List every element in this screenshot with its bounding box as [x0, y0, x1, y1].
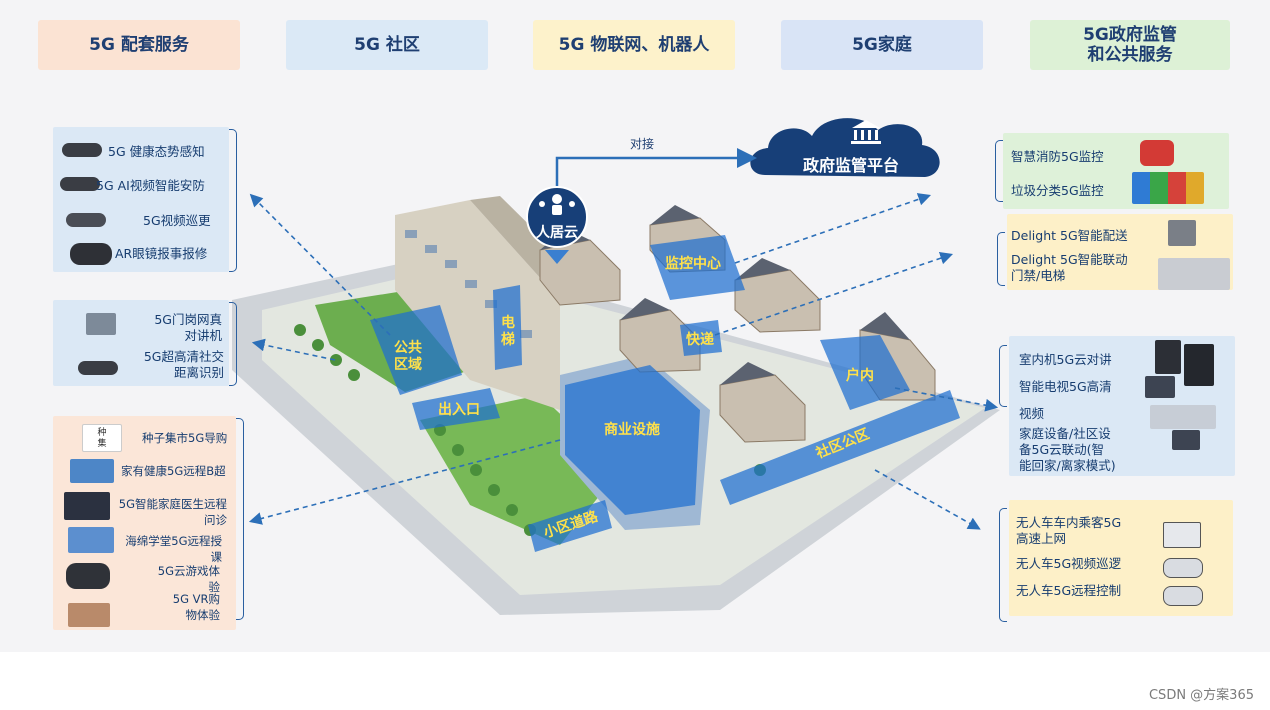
gov-platform-cloud	[750, 118, 940, 177]
gov-item-1: 智慧消防5G监控	[1011, 149, 1104, 164]
header-iot-robots: 5G 物联网、机器人	[533, 20, 735, 70]
access-item-1: 5G门岗网真 对讲机	[154, 312, 222, 343]
gov-item-2: 垃圾分类5G监控	[1011, 183, 1104, 198]
zone-household-label: 户内	[846, 368, 874, 384]
home-item-4: 家庭设备/社区设 备5G云联动(智 能回家/离家模式)	[1019, 426, 1116, 473]
smart-tv-icon	[1145, 376, 1175, 398]
camera-icon	[78, 361, 118, 375]
service-item-1: 种子集市5G导购	[142, 431, 228, 445]
zone-elevator-label: 电 梯	[501, 315, 515, 348]
zone-entrance	[412, 388, 500, 430]
zone-public-area	[370, 305, 462, 395]
gov-platform-label: 政府监管平台	[802, 156, 899, 175]
cloud-hub-label: 人居云	[536, 225, 578, 241]
home-item-3: 视频	[1019, 406, 1045, 421]
service-item-4: 海绵学堂5G远程授 课	[125, 534, 222, 564]
zone-monitor-center	[650, 235, 745, 300]
intercom-device-icon	[1155, 340, 1181, 374]
autonomous-vehicle-icon	[1163, 558, 1203, 578]
robot-item-1: Delight 5G智能配送	[1011, 228, 1128, 243]
vr-shopping-thumbnail	[68, 603, 110, 627]
header-community: 5G 社区	[286, 20, 488, 70]
bracket	[995, 140, 1003, 202]
link-arrow	[555, 148, 757, 186]
vehicle-item-2: 无人车5G视频巡逻	[1016, 556, 1122, 571]
government-building-icon	[851, 120, 881, 144]
delivery-robot-icon	[1168, 220, 1196, 246]
service-item-5: 5G云游戏体 验	[157, 564, 220, 594]
gate-icon	[86, 313, 116, 335]
header-government: 5G政府监管 和公共服务	[1030, 20, 1230, 70]
zone-public-area-label: 公共 区域	[394, 340, 422, 373]
bracket	[999, 508, 1007, 622]
camera-icon	[66, 213, 106, 227]
bracket	[229, 129, 237, 272]
watermark: CSDN @方案365	[1148, 688, 1254, 703]
security-item-1: 5G 健康态势感知	[108, 144, 205, 159]
classroom-thumbnail	[68, 527, 114, 553]
service-item-6: 5G VR购 物体验	[172, 592, 220, 622]
seed-market-logo: 种 集	[82, 424, 122, 452]
zone-express-label: 快递	[686, 332, 714, 348]
access-item-2: 5G超高清社交 距离识别	[143, 349, 224, 380]
bracket	[229, 302, 237, 386]
ar-glasses-icon	[70, 243, 112, 265]
home-item-1: 室内机5G云对讲	[1019, 352, 1112, 367]
intercom-device-icon	[1184, 344, 1214, 386]
service-item-3: 5G智能家庭医生远程 问诊	[118, 497, 227, 527]
camera-icon	[62, 143, 102, 157]
security-item-3: 5G视频巡更	[143, 213, 211, 228]
zone-household	[820, 335, 910, 410]
locker-robot-icon	[1158, 258, 1230, 290]
robot-item-2: Delight 5G智能联动 门禁/电梯	[1011, 252, 1128, 283]
ultrasound-thumbnail	[70, 459, 114, 483]
camera-icon	[60, 177, 100, 191]
zone-community-road	[528, 500, 612, 552]
home-item-2: 智能电视5G高清	[1019, 379, 1112, 394]
zone-community-park	[720, 390, 960, 505]
bracket	[997, 232, 1005, 286]
home-devices-icon	[1150, 405, 1216, 429]
vehicle-item-3: 无人车5G远程控制	[1016, 583, 1122, 598]
zone-commercial	[565, 365, 700, 515]
zone-commercial-label: 商业设施	[604, 422, 660, 438]
autonomous-vehicle-icon	[1163, 586, 1203, 606]
service-item-2: 家有健康5G远程B超	[121, 464, 226, 478]
fire-hydrant-icon	[1140, 140, 1174, 166]
bracket	[999, 345, 1007, 407]
zone-express	[680, 320, 722, 356]
vr-headset-icon	[66, 563, 110, 589]
link-label: 对接	[630, 137, 655, 151]
zone-monitor-label: 监控中心	[665, 256, 721, 272]
header-supporting-services: 5G 配套服务	[38, 20, 240, 70]
bracket	[236, 418, 244, 620]
bottom-band	[0, 652, 1270, 710]
vehicle-item-1: 无人车车内乘客5G 高速上网	[1016, 515, 1122, 546]
zone-entrance-label: 出入口	[438, 402, 480, 418]
security-item-2: 5G AI视频智能安防	[96, 178, 205, 193]
autonomous-vehicle-icon	[1163, 522, 1201, 548]
header-home: 5G家庭	[781, 20, 983, 70]
doctor-tablet-thumbnail	[64, 492, 110, 520]
tablet-icon	[1172, 430, 1200, 450]
security-item-4: AR眼镜报事报修	[115, 246, 208, 261]
zone-elevator	[493, 285, 522, 370]
trash-bins-icon	[1132, 172, 1204, 204]
